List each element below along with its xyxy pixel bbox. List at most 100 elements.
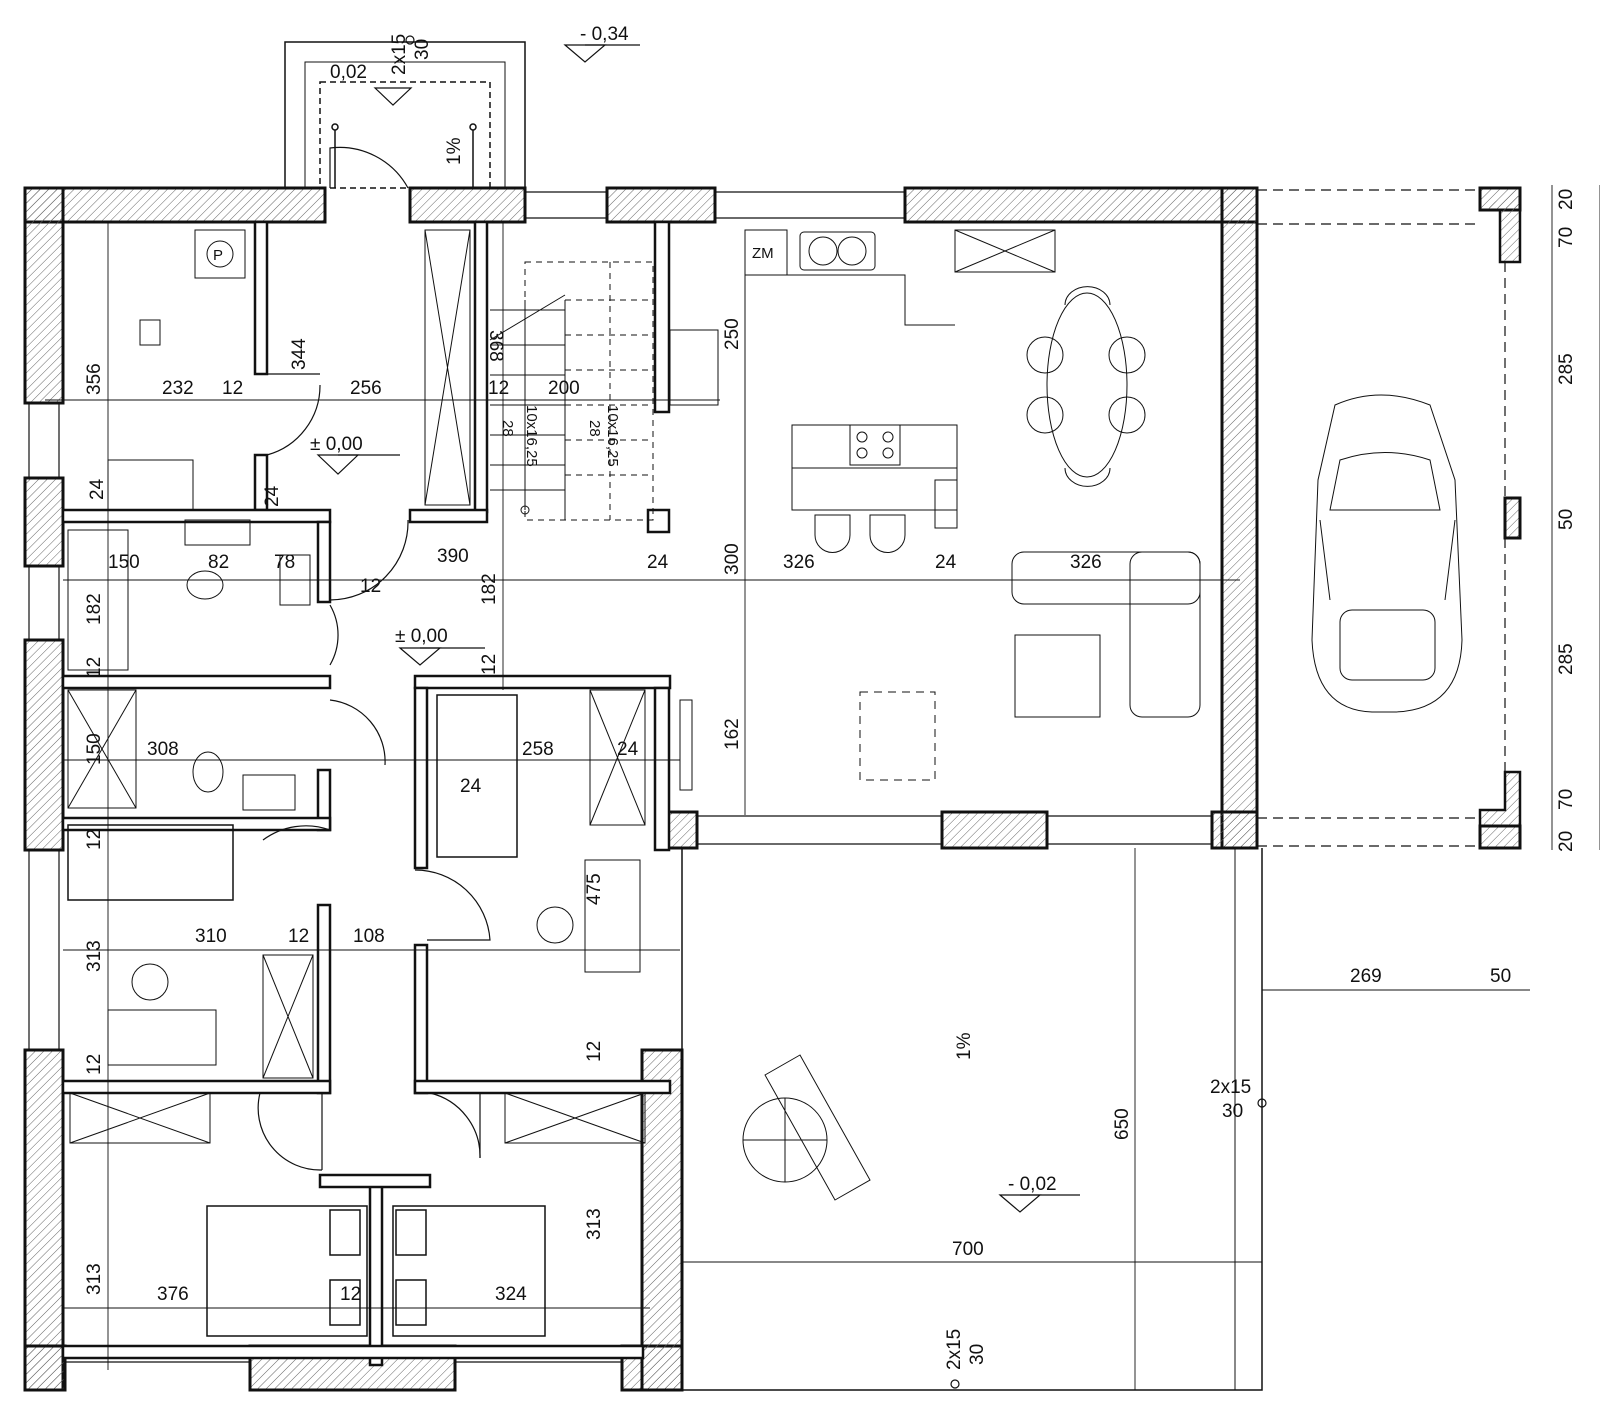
dim: 300 [722,543,743,575]
dim: 20 [1556,831,1577,852]
dim: 12 [84,1054,105,1075]
dim: 12 [360,576,381,597]
dim: 182 [84,593,105,625]
dim: 12 [340,1284,361,1305]
dim: 24 [460,776,482,797]
level-outside-top: - 0,34 [580,24,629,45]
dim: 324 [495,1284,527,1305]
bathroom-fixtures [67,519,311,811]
porch [284,41,526,189]
dim: 232 [162,378,194,399]
stairs [489,261,654,521]
dim: 108 [353,926,385,947]
slope-entry: 1% [444,137,465,165]
dim: 308 [147,739,179,760]
dim: 12 [84,657,105,678]
sofa [679,551,1201,791]
stairs-tread-a: 28 [499,420,516,437]
dim: 50 [1556,509,1577,530]
dim: 12 [584,1041,605,1062]
steps-right-a: 2x15 [1210,1077,1251,1098]
dining-table [1026,286,1146,487]
dim: 285 [1556,643,1577,675]
car-icon [1311,394,1463,713]
dim: 82 [208,552,229,573]
dim: 700 [952,1239,984,1260]
walls [23,186,1522,1392]
dim: 310 [195,926,227,947]
dim: 313 [584,1208,605,1240]
steps-top-b: 30 [412,39,433,60]
level-porch: 0,02 [330,62,367,83]
level-hall-mid: ± 0,00 [395,626,448,647]
bed-icon [67,824,234,901]
dim: 20 [1556,189,1577,210]
beds [67,694,546,1337]
chair-icon [536,906,574,944]
dim: 24 [87,478,108,500]
fridge-label: ZM [752,245,774,262]
dim: 250 [722,318,743,350]
bed-icon [436,694,518,858]
chair-icon [131,963,169,1001]
doors [257,146,491,1171]
bed-icon [392,1205,546,1337]
steps-bottom-a: 2x15 [944,1329,965,1370]
dim: 313 [84,940,105,972]
dim: 182 [479,573,500,605]
dim: 24 [617,739,639,760]
stairs-tread-b: 28 [586,420,603,437]
bed-icon [206,1205,368,1337]
dim: 24 [262,485,283,507]
boiler-label: P [213,247,223,264]
level-markers [316,35,1267,1389]
toilet-icon [186,570,224,600]
slope-terrace: 1% [954,1032,975,1060]
carport-pillars [1478,188,1522,828]
steps-right-b: 30 [1222,1101,1243,1122]
labels: P ZM 10x16,25 10x16,25 28 28 1% 1% 2x15 … [213,24,1251,1370]
sink-icon [799,231,876,271]
dim: 475 [584,873,605,905]
dim: 313 [84,1263,105,1295]
dim: 258 [522,739,554,760]
dim: 326 [1070,552,1102,573]
dim: 200 [548,378,580,399]
stairs-label-a: 10x16,25 [523,405,540,467]
dim: 50 [1490,966,1511,987]
dim: 256 [350,378,382,399]
dim: 12 [479,654,500,675]
dim: 12 [84,829,105,850]
stairs-label-b: 10x16,25 [604,405,621,467]
terrace [681,848,1263,1391]
dimension-texts: 356 232 12 256 12 200 344 368 250 24 24 … [84,189,1577,1305]
dim: 78 [274,552,295,573]
dim: 162 [722,718,743,750]
dim: 650 [1112,1108,1133,1140]
dim: 150 [84,733,105,765]
fridge-icon [744,229,788,276]
level-hall-top: ± 0,00 [310,434,363,455]
dim: 150 [108,552,140,573]
dim: 24 [647,552,669,573]
dim: 12 [488,378,509,399]
dim: 12 [222,378,243,399]
dim: 285 [1556,353,1577,385]
dim: 24 [935,552,957,573]
steps-top-a: 2x15 [389,34,410,75]
dim: 390 [437,546,469,567]
dimension-lines [45,185,1600,1390]
boiler-icon [184,519,251,546]
dim: 376 [157,1284,189,1305]
interior-walls [61,220,672,1367]
dim: 326 [783,552,815,573]
window-lines [28,191,1212,1363]
stove-icon [849,424,901,466]
kitchen [669,229,958,553]
wardrobes [69,229,1056,1144]
dim: 12 [288,926,309,947]
steps-bottom-b: 30 [967,1344,988,1365]
dim: 356 [84,363,105,395]
carport [1257,189,1506,847]
